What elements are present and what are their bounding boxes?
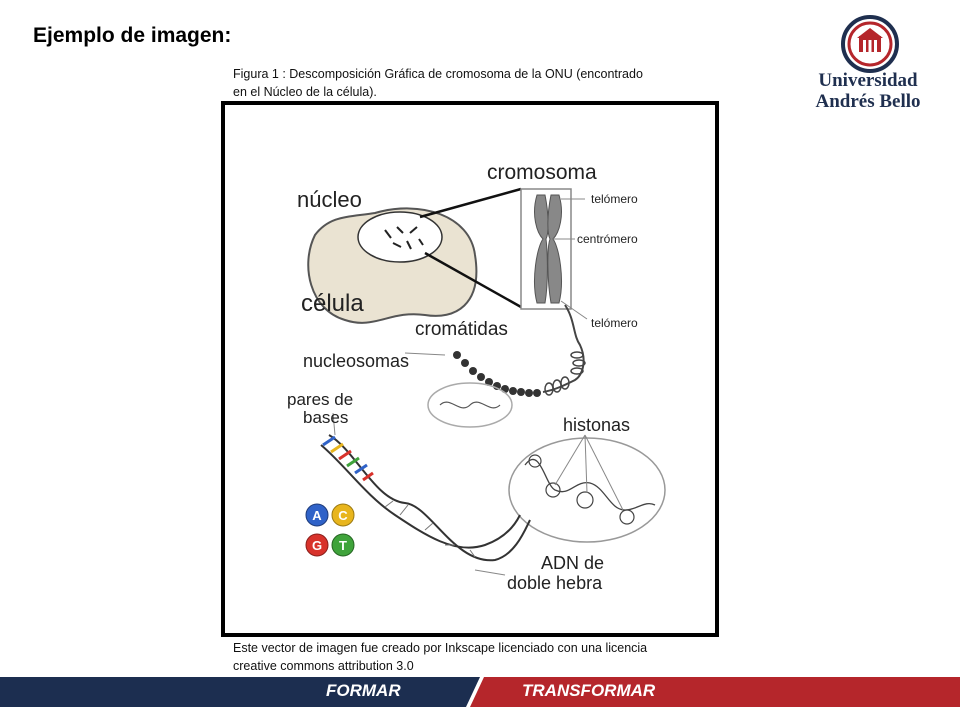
label-centromero: centrómero [577,232,638,246]
label-histonas: histonas [563,415,630,435]
label-bases: bases [303,408,348,427]
footer-left-band [0,677,480,707]
nucleosome-zoom-ellipse [427,382,513,428]
histone-pointer-3 [584,434,624,511]
slide-title: Ejemplo de imagen: [33,24,232,47]
chromatin-fibre [542,304,585,393]
nucleosome-strand [439,401,501,409]
dna-pointer [474,569,506,576]
university-name: Universidad Andrés Bello [810,70,926,112]
histone-strand [524,458,656,511]
nucleosome-beads [453,351,541,397]
image-credit: Este vector de imagen fue creado por Ink… [233,641,648,673]
telomere-bottom-tick [560,300,588,320]
label-cromosoma: cromosoma [487,161,597,184]
dna-strand-1 [320,444,521,549]
footer-band [0,677,960,707]
base-c-letter: C [338,508,348,523]
nucleosomes-pointer [404,352,446,356]
university-name-line2: Andrés Bello [815,91,921,112]
fibre-coils [544,351,586,396]
chromatid-right [547,194,562,304]
base-g-letter: G [312,538,322,553]
base-t-circle [331,533,355,557]
university-logo-icon [841,15,899,73]
chromosome-figure: A C G T núcleo célula cromosoma telómero… [221,101,719,637]
label-nucleo: núcleo [297,187,362,212]
base-a-circle [305,503,329,527]
label-doble-hebra: doble hebra [507,573,603,593]
dna-base-pairs [322,435,374,482]
dna-strand-2 [328,434,531,562]
base-a-letter: A [312,508,322,523]
footer-right-band [470,677,960,707]
label-nucleosomas: nucleosomas [303,351,409,371]
histone-pointer-1 [554,434,586,486]
figure-caption: Figura 1 : Descomposición Gráfica de cro… [233,67,643,99]
chromatid-left [534,194,549,304]
histone-pointer-2 [584,434,588,494]
histone-beads [528,454,635,525]
label-adn-de: ADN de [541,553,604,573]
nucleus-chromosomes [384,226,424,250]
footer-label-transformar: TRANSFORMAR [522,681,656,700]
label-telomero-top: telómero [591,192,638,206]
label-telomero-bottom: telómero [591,316,638,330]
base-c-circle [331,503,355,527]
base-g-circle [305,533,329,557]
label-celula: célula [301,290,364,317]
zoom-line-top [419,187,522,219]
label-pares-de: pares de [287,390,353,409]
university-name-line1: Universidad [818,70,918,91]
dna-rungs [384,500,476,558]
nucleus-shape [357,211,443,263]
footer-label-formar: FORMAR [326,681,401,700]
chromosome-box [520,188,572,310]
label-cromatidas: cromátidas [415,319,508,340]
base-pairs-pointer [332,412,336,436]
chromosome-diagram: A C G T núcleo célula cromosoma telómero… [287,161,666,593]
base-t-letter: T [339,538,347,553]
zoom-line-bottom [424,251,522,309]
